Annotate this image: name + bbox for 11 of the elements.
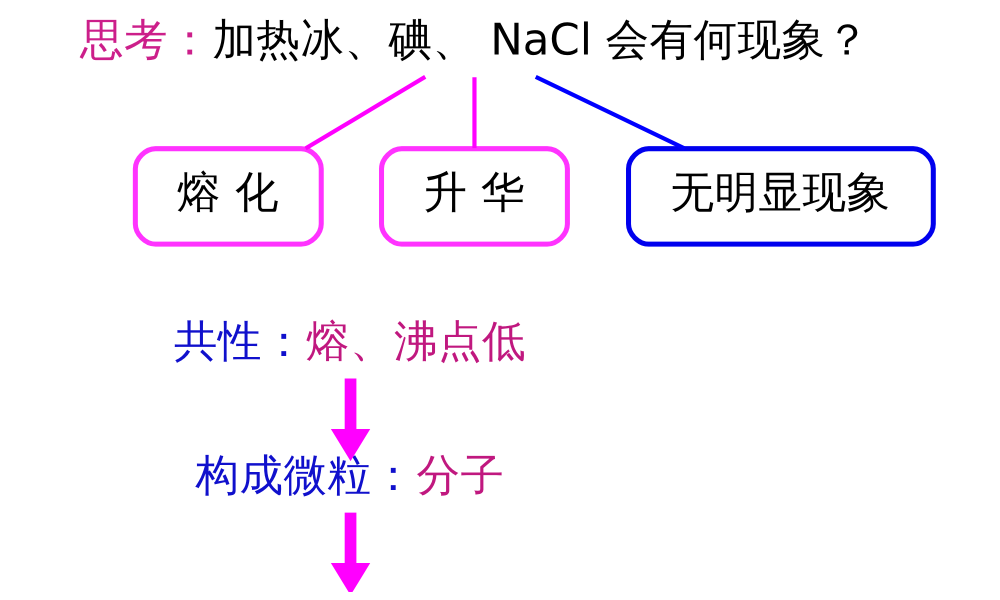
arrow bbox=[330, 378, 370, 462]
arrow bbox=[330, 512, 370, 592]
connector bbox=[534, 74, 686, 150]
node-text: 思考：加热冰、碘、 NaCl 会有何现象？ bbox=[80, 16, 870, 66]
node-box: 无明显现象 bbox=[626, 146, 936, 247]
node-text: 共性：熔、沸点低 bbox=[174, 317, 526, 367]
connector bbox=[472, 77, 477, 148]
connector bbox=[304, 75, 426, 150]
node-box: 升 华 bbox=[379, 146, 570, 247]
node-text: 构成微粒：分子 bbox=[196, 450, 505, 501]
node-box: 熔 化 bbox=[132, 146, 324, 247]
